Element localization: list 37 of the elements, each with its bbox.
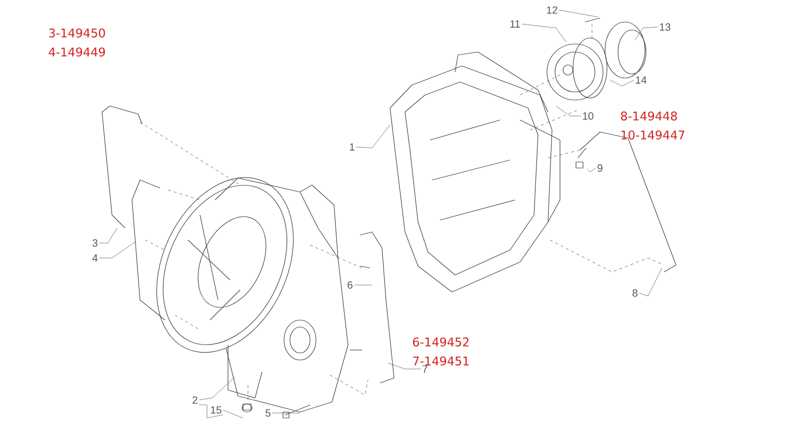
callout-number: 8 (632, 289, 638, 297)
callout-number: 11 (510, 20, 520, 28)
leader-line (638, 268, 662, 296)
part-number: 7-149451 (413, 356, 469, 366)
callout-number: 3 (92, 239, 98, 247)
callout-number: 12 (546, 6, 558, 14)
callout-number: 1 (350, 143, 354, 151)
leader-line (98, 228, 118, 244)
leader-line (388, 362, 422, 370)
leader-line (586, 168, 596, 172)
leader-line (98, 242, 136, 258)
callout-number: 14 (636, 76, 646, 84)
callout-number: 7 (422, 365, 428, 373)
leader-line (558, 10, 598, 18)
leader-line (521, 24, 566, 42)
leader-line (610, 80, 634, 86)
callout-number: 5 (266, 409, 270, 417)
callout-number: 4 (92, 254, 98, 262)
part-number: 10-149447 (622, 130, 684, 140)
leader-line (356, 124, 390, 148)
callout-number: 6 (348, 281, 352, 289)
leader-line (634, 26, 658, 40)
callout-number: 2 (192, 396, 198, 404)
leader-line (198, 404, 224, 418)
part-number: 8-149448 (621, 111, 677, 121)
leader-line (354, 284, 372, 286)
leader-line (222, 410, 244, 418)
callout-number: 15 (210, 406, 222, 414)
part-number: 3-149450 (49, 28, 105, 38)
callout-number: 10 (582, 112, 594, 120)
callout-number: 9 (598, 164, 602, 172)
leader-line (272, 412, 300, 414)
leader-line (556, 106, 582, 116)
callout-number: 13 (660, 23, 670, 31)
part-number: 6-149452 (413, 337, 469, 347)
leader-line (198, 376, 236, 400)
part-number: 4-149449 (48, 47, 105, 57)
